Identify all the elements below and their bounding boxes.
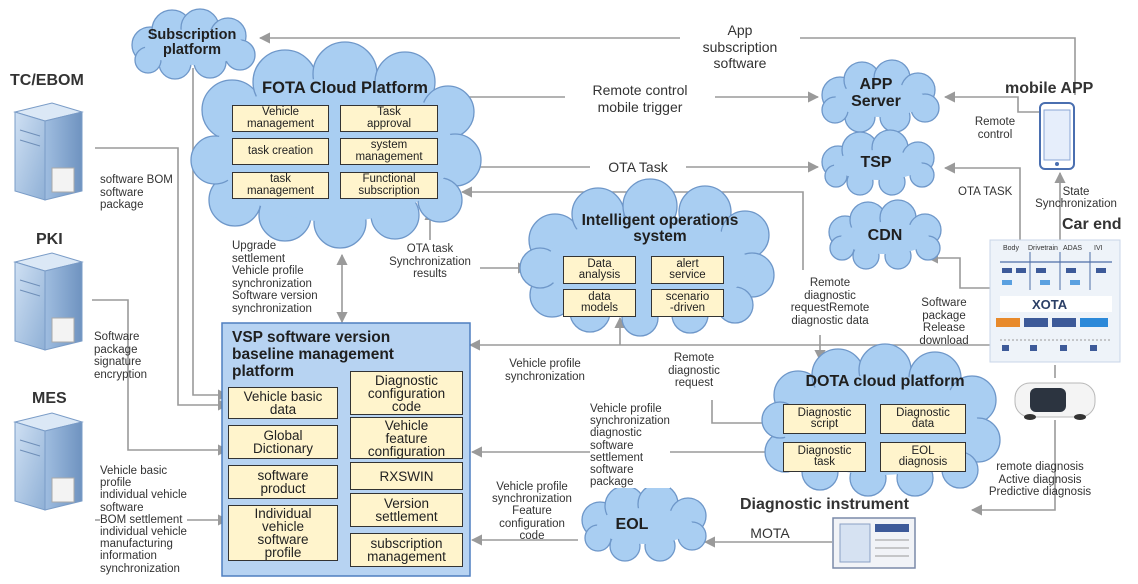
- mes-server-icon: [13, 412, 84, 511]
- tc-ebom-label: TC/EBOM: [10, 72, 84, 89]
- dota-platform-title: DOTA cloud platform: [805, 373, 965, 390]
- xota-domain-adas: ADAS: [1063, 245, 1083, 252]
- cloud-intelligent-operations[interactable]: [519, 178, 775, 337]
- car-end-label: Car end: [1062, 216, 1122, 233]
- cloud-app-server[interactable]: [821, 59, 940, 133]
- mobile-app-label: mobile APP: [1005, 80, 1094, 97]
- car-icon: [1014, 382, 1096, 420]
- pki-server-icon: [13, 252, 84, 351]
- xota-domain-body: Body: [1003, 245, 1019, 252]
- xota-domain-ivi: IVI: [1094, 245, 1103, 252]
- mes-label: MES: [32, 390, 67, 407]
- xota-architecture-panel: [989, 239, 1121, 363]
- ota-task-car-label: OTA TASK: [958, 186, 1013, 198]
- eol-title: EOL: [615, 516, 649, 533]
- mota-label: MOTA: [740, 526, 800, 540]
- diagnostic-instrument-label: Diagnostic instrument: [740, 496, 909, 513]
- task-creation-module[interactable]: task creation: [232, 138, 329, 165]
- ota-task-label: OTA Task: [590, 160, 686, 174]
- cloud-cdn[interactable]: [828, 199, 942, 270]
- cloud-eol[interactable]: [581, 483, 707, 562]
- tc-ebom-server-icon: [13, 102, 84, 201]
- pki-label: PKI: [36, 231, 63, 248]
- scenario-driven-module[interactable]: scenario-driven: [651, 289, 724, 317]
- fota-platform-title: FOTA Cloud Platform: [262, 79, 428, 97]
- diagnostic-instrument-icon: [832, 517, 916, 569]
- mobile-phone-icon: [1039, 102, 1075, 170]
- xota-domain-drivetrain: Drivetrain: [1028, 245, 1058, 252]
- xota-title: XOTA: [1032, 297, 1068, 312]
- tsp-title: TSP: [860, 154, 892, 171]
- cdn-title: CDN: [867, 227, 903, 244]
- cloud-subscription-platform[interactable]: [131, 8, 256, 80]
- rxswin-module[interactable]: RXSWIN: [350, 462, 463, 490]
- cloud-tsp[interactable]: [821, 129, 935, 196]
